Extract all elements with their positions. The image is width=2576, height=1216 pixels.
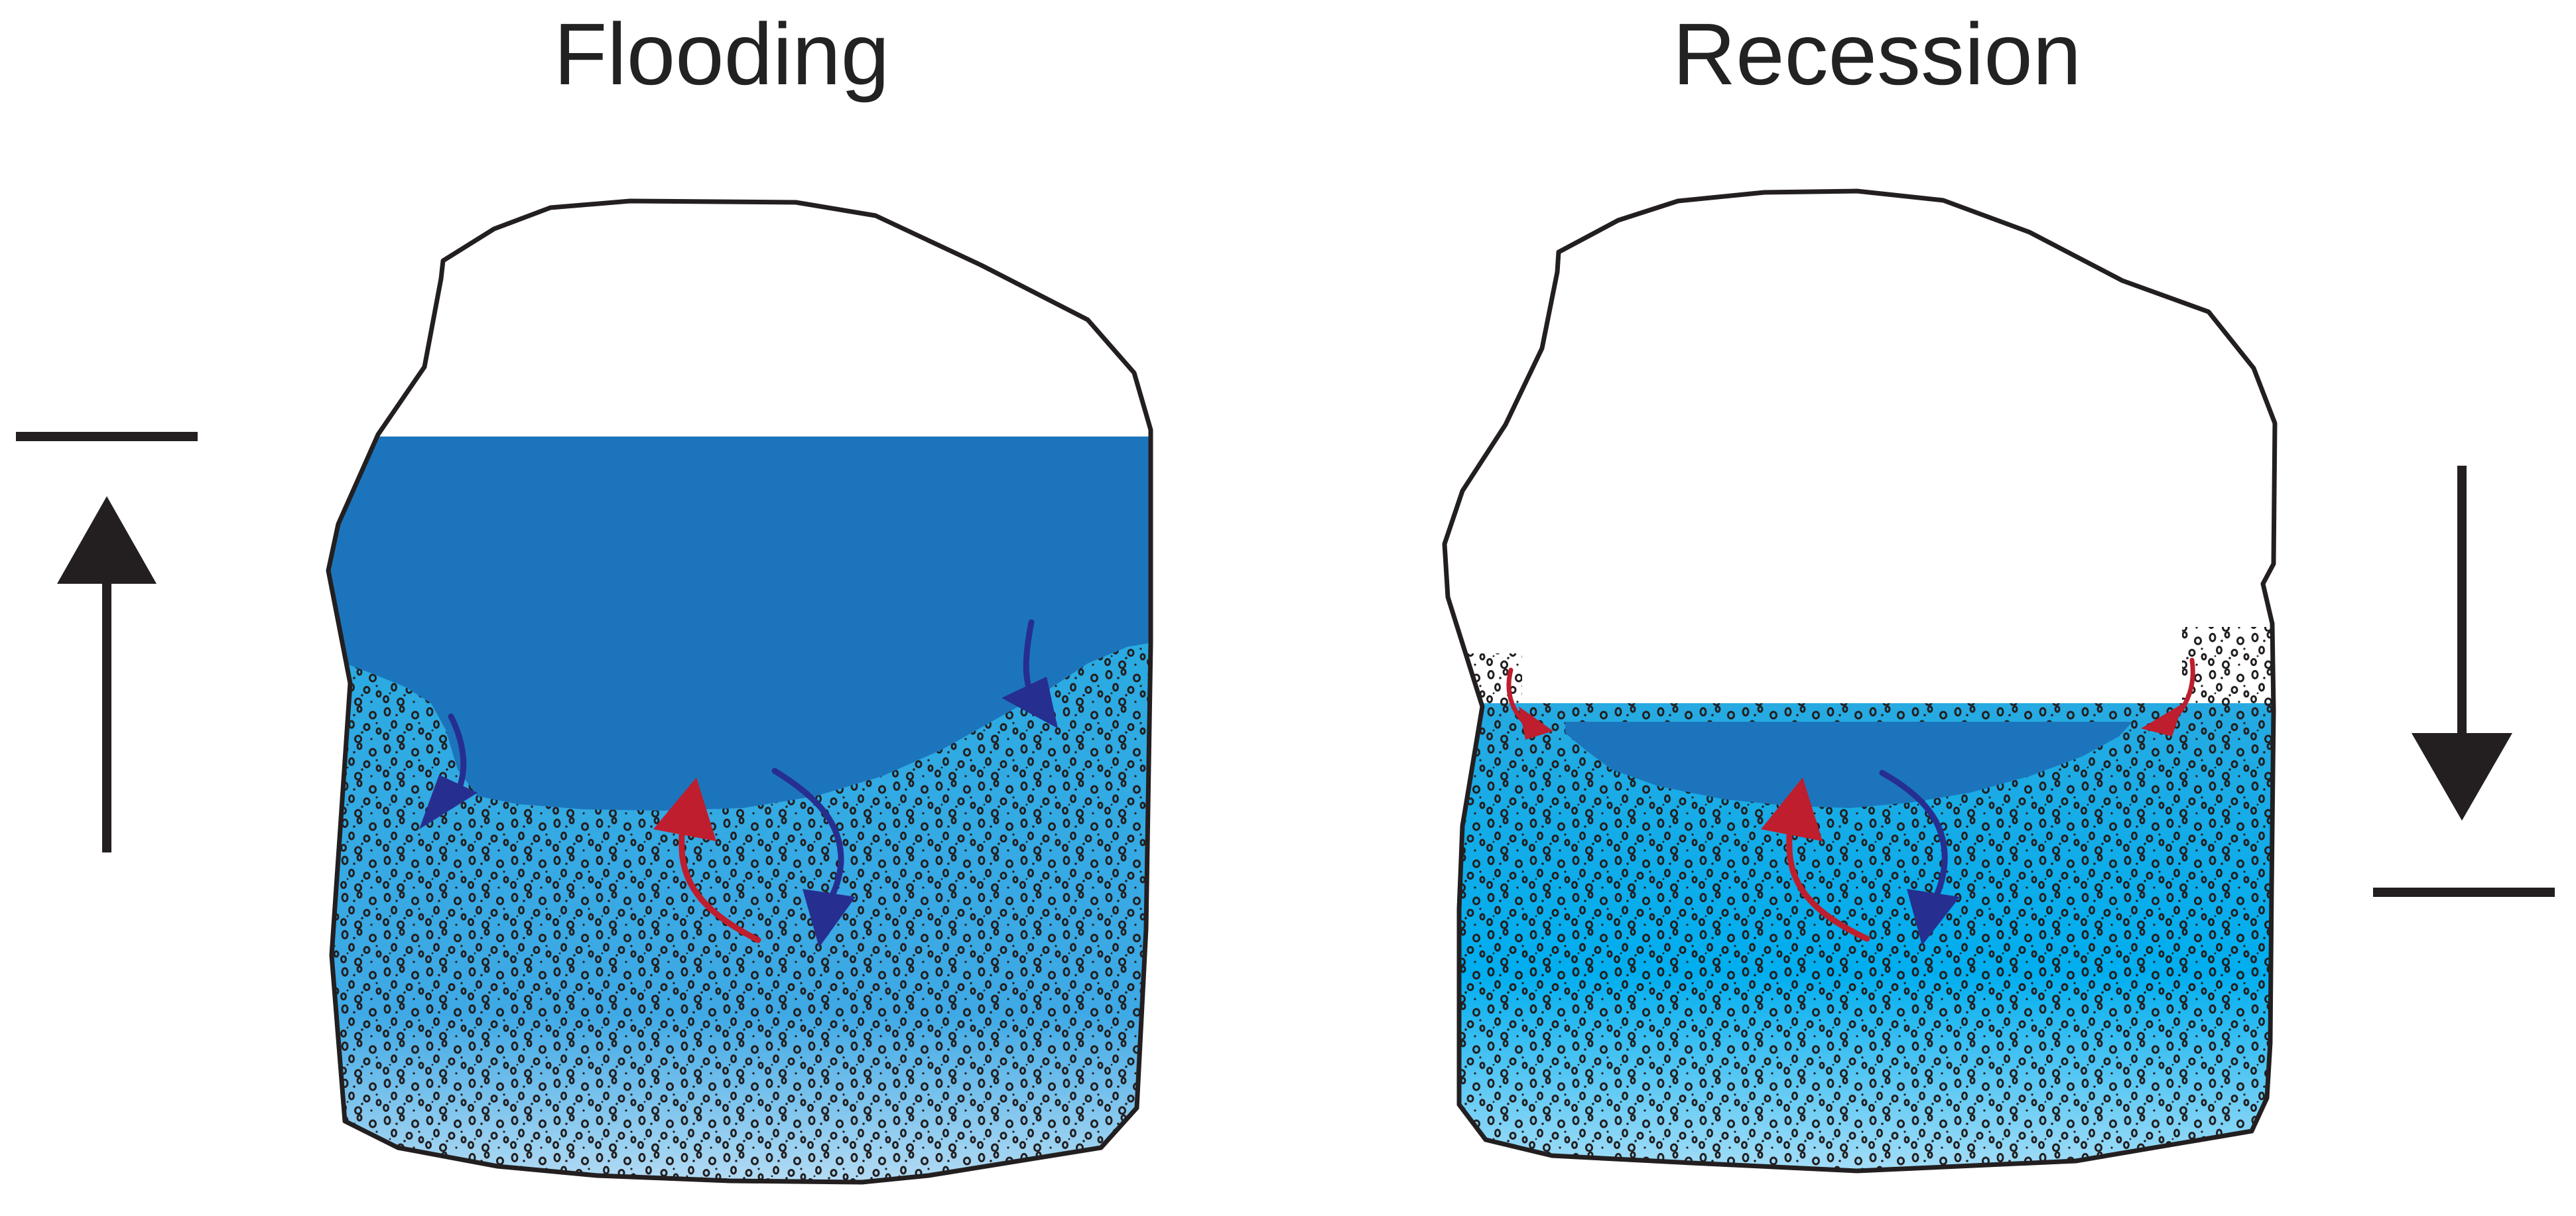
recession-upwelling-arrow-right	[2141, 657, 2195, 736]
rising-level-indicator	[16, 432, 198, 852]
flooding-upwelling-arrow	[653, 777, 761, 943]
flooding-downwelling-arrow-left	[419, 713, 478, 829]
flooding-title: Flooding	[554, 5, 889, 103]
flooding-channel-outline	[326, 198, 1153, 1185]
recession-upwelling-arrow-left	[1506, 667, 1553, 740]
recession-title: Recession	[1673, 5, 2081, 103]
up-arrow-with-bar-icon	[57, 496, 157, 584]
down-arrow-with-bar-icon	[2412, 733, 2512, 821]
recession-exposed-pebbles-right	[2182, 627, 2275, 707]
recession-surface-water	[1565, 722, 2132, 808]
flooding-downwelling-arrow-center	[771, 768, 856, 947]
recession-panel	[1442, 188, 2278, 1174]
recession-downwelling-arrow	[1879, 770, 1960, 945]
falling-level-indicator	[2373, 466, 2555, 897]
recession-channel-outline	[1442, 188, 2278, 1174]
flooding-panel	[326, 198, 1153, 1185]
recession-upwelling-arrow-center	[1761, 777, 1870, 942]
flooding-surface-water	[328, 437, 1151, 811]
flooding-downwelling-arrow-right	[1001, 619, 1058, 728]
